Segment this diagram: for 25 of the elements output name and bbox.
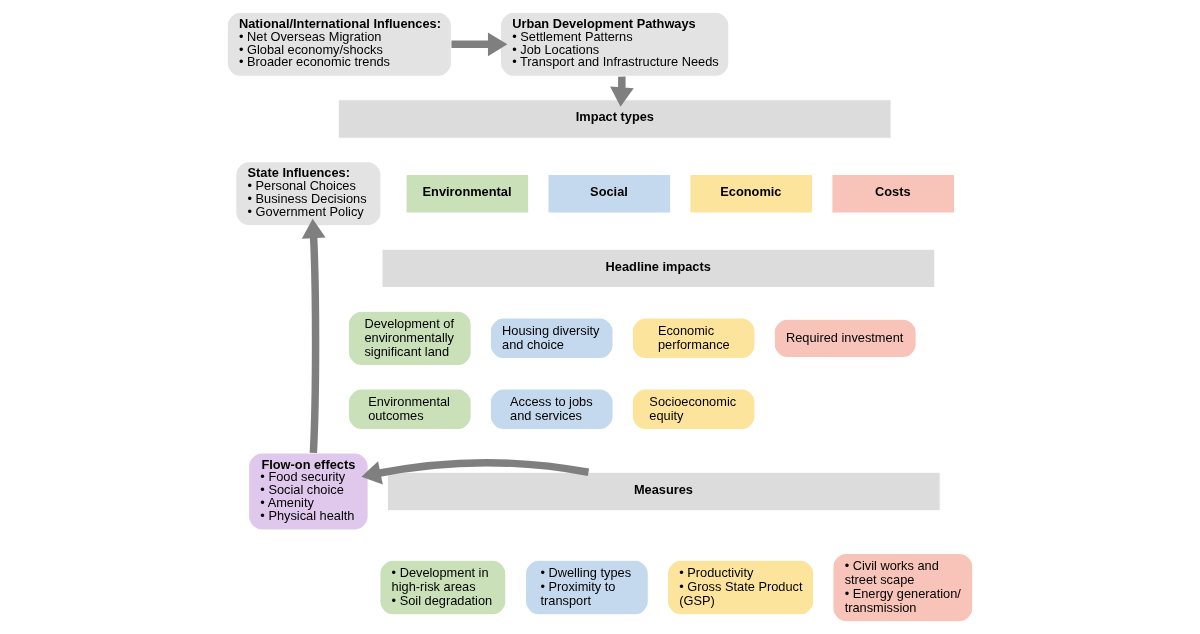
node-box: • Dwelling types • Proximity to transport: [525, 559, 649, 616]
node-box: Environmental outcomes: [347, 388, 472, 431]
node-box: Impact types: [337, 99, 892, 139]
arrow: [301, 218, 326, 454]
node-box: Measures: [386, 471, 941, 512]
node-box: Social: [547, 174, 672, 214]
arrow: [361, 458, 590, 485]
node-box: Environmental: [405, 174, 530, 214]
node-box: Flow-on effects • Food security • Social choice • Amenity • Physical health: [248, 452, 369, 531]
node-box: • Civil works and street scape • Energy generation/ transmission: [832, 552, 974, 623]
node-box: National/International Influences: • Net Overseas Migration • Global economy/shocks • Broader economic trends: [226, 11, 452, 77]
node-box: Access to jobs and services: [489, 388, 614, 431]
node-box: • Development in high-risk areas • Soil degradation: [379, 559, 507, 616]
node-box: Socioeconomic equity: [631, 388, 756, 431]
node-box: Economic performance: [631, 317, 756, 360]
node-box: Required investment: [773, 318, 917, 359]
node-box: • Productivity • Gross State Product (GSP): [666, 559, 815, 616]
arrow: [451, 32, 508, 57]
node-box: Headline impacts: [381, 248, 936, 289]
node-box: Housing diversity and choice: [489, 317, 614, 360]
node-box: State Influences: • Personal Choices • Business Decisions • Government Policy: [235, 161, 382, 227]
node-box: Economic: [689, 174, 814, 214]
node-box: Development of environmentally significant land: [347, 310, 472, 367]
node-box: Urban Development Pathways • Settlement Patterns • Job Locations • Transport and Infrastructure Needs: [499, 11, 730, 77]
node-box: Costs: [831, 174, 956, 214]
